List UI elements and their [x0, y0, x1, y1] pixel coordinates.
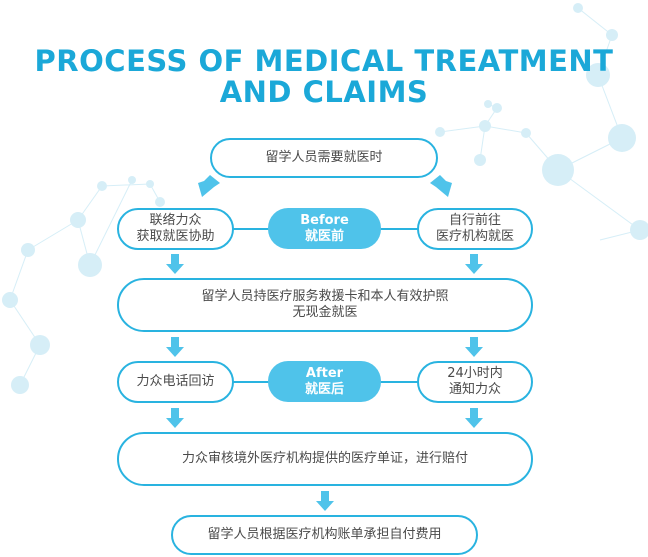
arrow-down-icon: [316, 491, 334, 511]
node-review-text: 力众审核境外医疗机构提供的医疗单证，进行赔付: [181, 451, 468, 466]
node-contact-line2: 获取就医协助: [136, 229, 215, 244]
node-review-claims: 力众审核境外医疗机构提供的医疗单证，进行赔付: [117, 432, 533, 486]
node-cashless-line1: 留学人员持医疗服务救援卡和本人有效护照: [201, 289, 449, 304]
arrow-down-icon: [166, 337, 184, 357]
node-self-pay: 留学人员根据医疗机构账单承担自付费用: [171, 515, 478, 555]
arrow-down-icon: [166, 254, 184, 274]
node-notify-line1: 24小时内: [447, 366, 503, 381]
pill-after: After 就医后: [268, 361, 381, 402]
arrow-down-icon: [465, 337, 483, 357]
node-selfpay-text: 留学人员根据医疗机构账单承担自付费用: [207, 527, 442, 542]
connector-after-right: [380, 381, 418, 383]
arrow-down-icon: [465, 408, 483, 428]
node-need-treatment-text: 留学人员需要就医时: [265, 150, 383, 165]
diagram-title-line2: AND CLAIMS: [219, 75, 429, 109]
arrow-down-right-diagonal: [430, 175, 452, 197]
arrow-down-icon: [465, 254, 483, 274]
node-cashless-line2: 无现金就医: [292, 305, 358, 320]
node-self-line1: 自行前往: [448, 213, 501, 228]
pill-before: Before 就医前: [268, 208, 381, 249]
node-need-treatment: 留学人员需要就医时: [210, 138, 438, 178]
node-cashless-treatment: 留学人员持医疗服务救援卡和本人有效护照 无现金就医: [117, 278, 533, 332]
connector-after-left: [233, 381, 269, 383]
node-self-line2: 医疗机构就医: [435, 229, 514, 244]
arrow-down-icon: [166, 408, 184, 428]
node-contact-lizhong: 联络力众 获取就医协助: [117, 208, 234, 250]
pill-after-en: After: [305, 365, 344, 381]
arrow-down-left-diagonal: [198, 175, 220, 197]
pill-after-zh: 就医后: [304, 381, 344, 397]
node-callback-text: 力众电话回访: [136, 374, 215, 389]
pill-before-en: Before: [300, 212, 349, 228]
pill-before-zh: 就医前: [304, 228, 344, 244]
node-notify-line2: 通知力众: [448, 382, 501, 397]
diagram-title-line1: PROCESS OF MEDICAL TREATMENT: [34, 44, 614, 78]
connector-before-right: [380, 228, 418, 230]
node-contact-line1: 联络力众: [149, 213, 202, 228]
node-self-visit: 自行前往 医疗机构就医: [417, 208, 533, 250]
node-notify-24h: 24小时内 通知力众: [417, 361, 533, 403]
node-phone-callback: 力众电话回访: [117, 361, 234, 403]
connector-before-left: [233, 228, 269, 230]
